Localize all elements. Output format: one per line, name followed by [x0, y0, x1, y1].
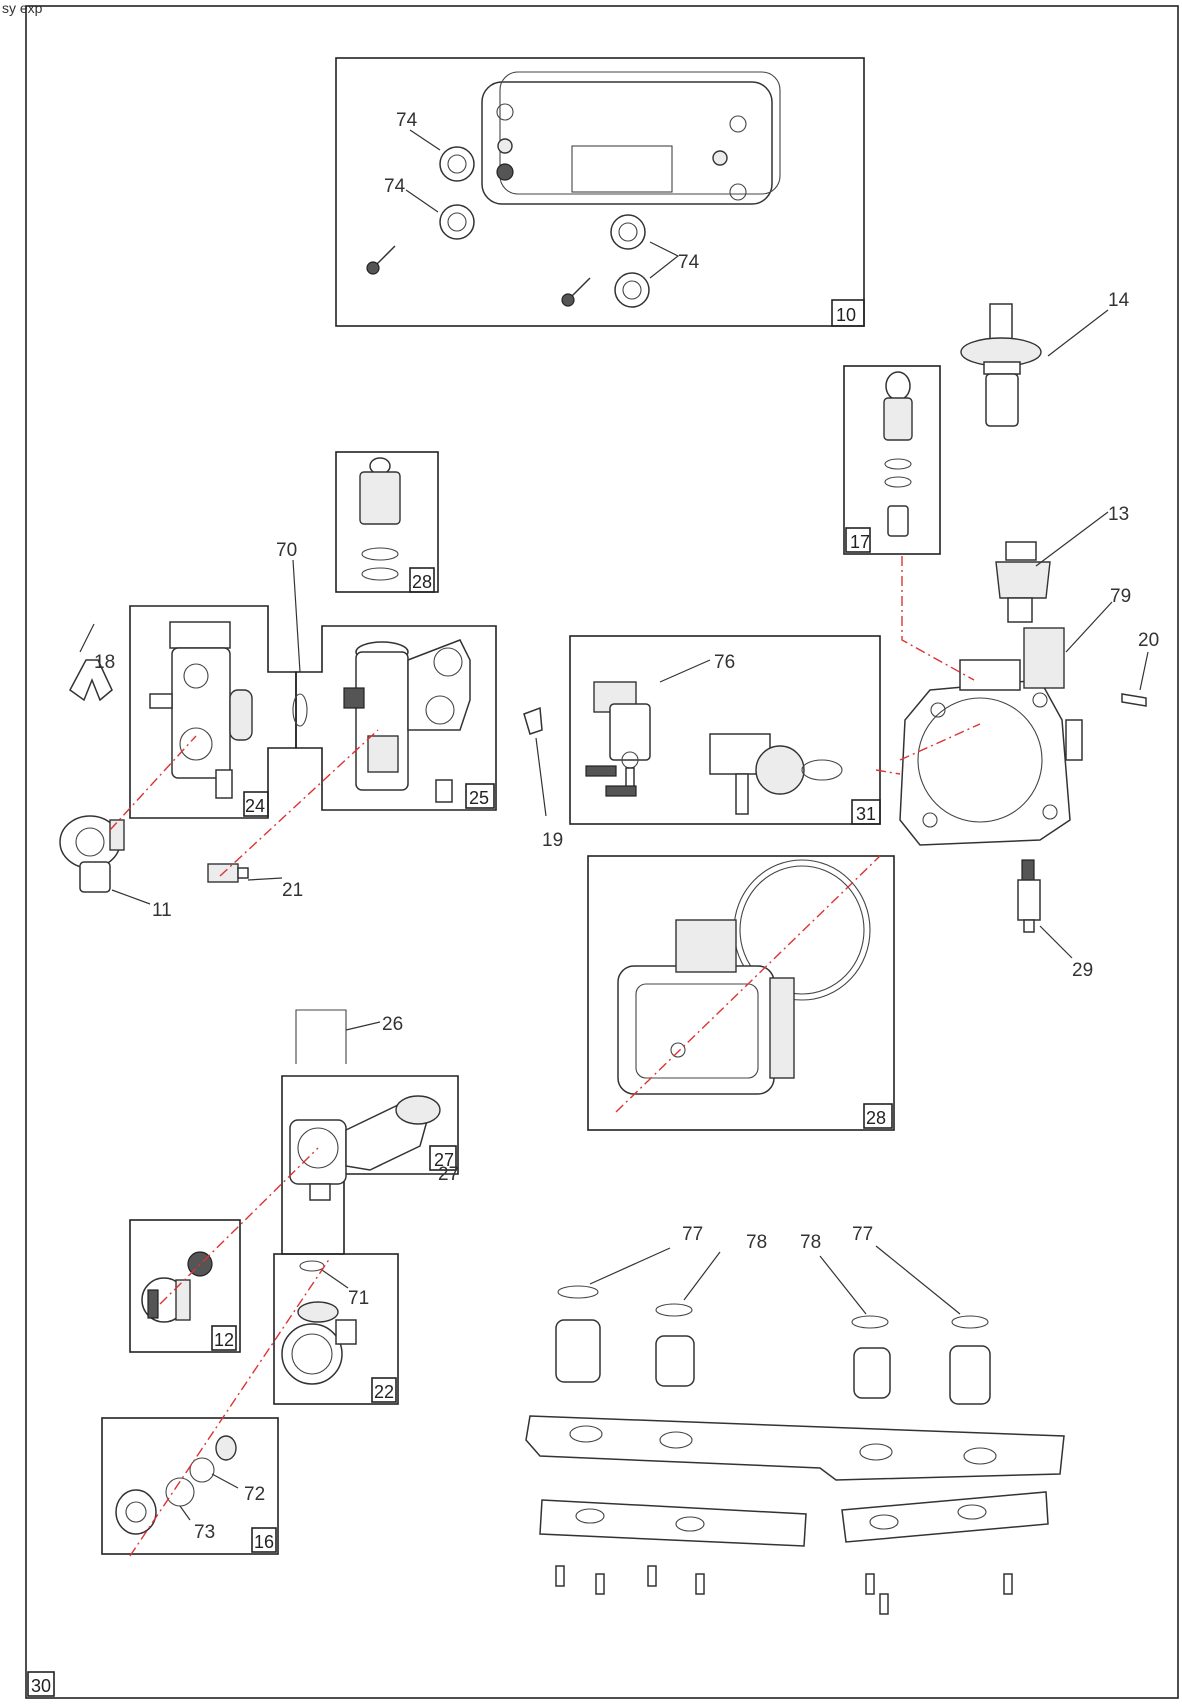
box-31: [569, 635, 881, 825]
outer-frame: [25, 5, 1179, 1699]
callout-79: 79: [1110, 586, 1131, 607]
box-label-31: 31: [856, 804, 876, 824]
box-label-16: 16: [254, 1532, 274, 1552]
o-ring-70: [292, 693, 308, 727]
callout-77: 77: [682, 1224, 703, 1245]
clip-18: [69, 659, 113, 702]
box-label-12: 12: [214, 1330, 234, 1350]
callout-77: 77: [852, 1224, 873, 1245]
sensor-14: [960, 303, 1042, 427]
callout-19: 19: [542, 830, 563, 851]
actuator-76: [585, 681, 651, 797]
box-17: [843, 365, 941, 555]
heat-exchanger: [481, 71, 781, 205]
assembly-axes: [109, 556, 981, 1557]
box-28: [587, 855, 895, 1131]
box-label-25: 25: [469, 788, 489, 808]
box-label-30: 30: [31, 1676, 51, 1696]
callout-18: 18: [94, 652, 115, 673]
o-ring-71: [299, 1260, 325, 1272]
callout-72: 72: [244, 1484, 265, 1505]
mounting-plate-right: [841, 1491, 1049, 1543]
diverter-valve-31: [709, 733, 843, 815]
callout-27: 27: [438, 1164, 459, 1185]
mounting-plate-left: [539, 1499, 807, 1547]
callout-26: 26: [382, 1014, 403, 1035]
box-12: [129, 1219, 241, 1353]
callout-14: 14: [1108, 290, 1130, 311]
box-label-28: 28: [866, 1108, 886, 1128]
callout-74: 74: [396, 110, 418, 131]
sensor-21: [207, 863, 249, 883]
box-label-28: 28: [412, 572, 432, 592]
box-label-17: 17: [850, 532, 870, 552]
box-label-24: 24: [245, 796, 265, 816]
callout-20: 20: [1138, 630, 1159, 651]
callout-70: 70: [276, 540, 297, 561]
pipe-27: [289, 1095, 441, 1201]
box-10: [335, 57, 865, 327]
pump-housing-79: [899, 627, 1083, 846]
valve-22: [281, 1301, 357, 1385]
screws-bottom: [555, 1565, 1013, 1615]
box-22: [273, 1253, 399, 1405]
screws-10: [366, 245, 591, 307]
sealing-rings-74: [439, 146, 650, 308]
callout-76: 76: [714, 652, 735, 673]
callout-74: 74: [678, 252, 700, 273]
pump-motor-28: [617, 859, 871, 1095]
box-label-27: 27: [434, 1150, 454, 1170]
valve-insert-17: [883, 371, 913, 537]
box-25: [295, 625, 497, 811]
clip-26: [295, 1009, 347, 1064]
box-label-22: 22: [374, 1382, 394, 1402]
valve-body-24: [149, 621, 253, 799]
callout-73: 73: [194, 1522, 215, 1543]
callout-21: 21: [282, 880, 303, 901]
fittings-group: [555, 1285, 991, 1405]
pressure-sensor-13: [995, 541, 1051, 623]
page-header-fragment: sy exp: [2, 0, 43, 16]
elbow-11: [59, 815, 125, 893]
clip-19: [523, 706, 543, 735]
callout-74: 74: [384, 176, 406, 197]
gasket-plate: [525, 1415, 1065, 1481]
valve-body-25: [343, 639, 471, 803]
bleed-valve-16: [115, 1435, 237, 1535]
callout-29: 29: [1072, 960, 1093, 981]
box-16: [101, 1417, 279, 1555]
callout-11: 11: [152, 900, 172, 921]
clip-20: [1121, 693, 1147, 707]
box-28-small: [335, 451, 439, 593]
sensor-29: [1017, 859, 1041, 933]
callout-13: 13: [1108, 504, 1129, 525]
box-label-10: 10: [836, 305, 856, 325]
callout-71: 71: [348, 1288, 369, 1309]
callout-78: 78: [800, 1232, 821, 1253]
callout-78: 78: [746, 1232, 767, 1253]
filter-insert: [359, 457, 401, 581]
